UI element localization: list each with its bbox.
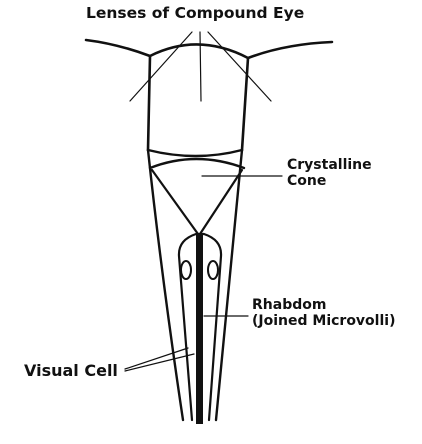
cone-side-left [150,168,200,236]
crystalline-cone-label: Crystalline Cone [287,157,372,189]
rhabdom-label-line2: (Joined Microvolli) [252,313,396,330]
visual-cell-pointer-line [124,353,195,372]
crystalline-cone-label-line2: Cone [287,173,327,190]
cell-wall-right [214,148,244,422]
rhabdom-label-line1: Rhabdom [252,297,327,313]
lens-pointer-line [199,31,202,102]
lenses-label: Lenses of Compound Eye [86,4,305,22]
nucleus [180,260,192,280]
nucleus [207,260,219,280]
cone-top-curve [148,157,246,170]
lens-bottom-curve [146,148,244,158]
cone-side-right [198,168,244,236]
visual-cell-label: Visual Cell [24,361,118,380]
rhabdom-bar [196,234,203,424]
rhabdom-label: Rhabdom (Joined Microvolli) [252,297,395,329]
lens-pointer-line [129,31,193,102]
lens-wall-right [240,56,250,152]
cell-wall-left [146,148,185,422]
lens-pointer-line [207,31,272,102]
crystalline-cone-label-line1: Crystalline [287,157,372,173]
lens-outer-arc [84,38,152,58]
lens-top-arc [148,43,250,60]
lens-outer-arc-right [246,40,334,60]
lens-wall-left [146,54,152,152]
visual-cell-pointer-line [124,347,189,370]
